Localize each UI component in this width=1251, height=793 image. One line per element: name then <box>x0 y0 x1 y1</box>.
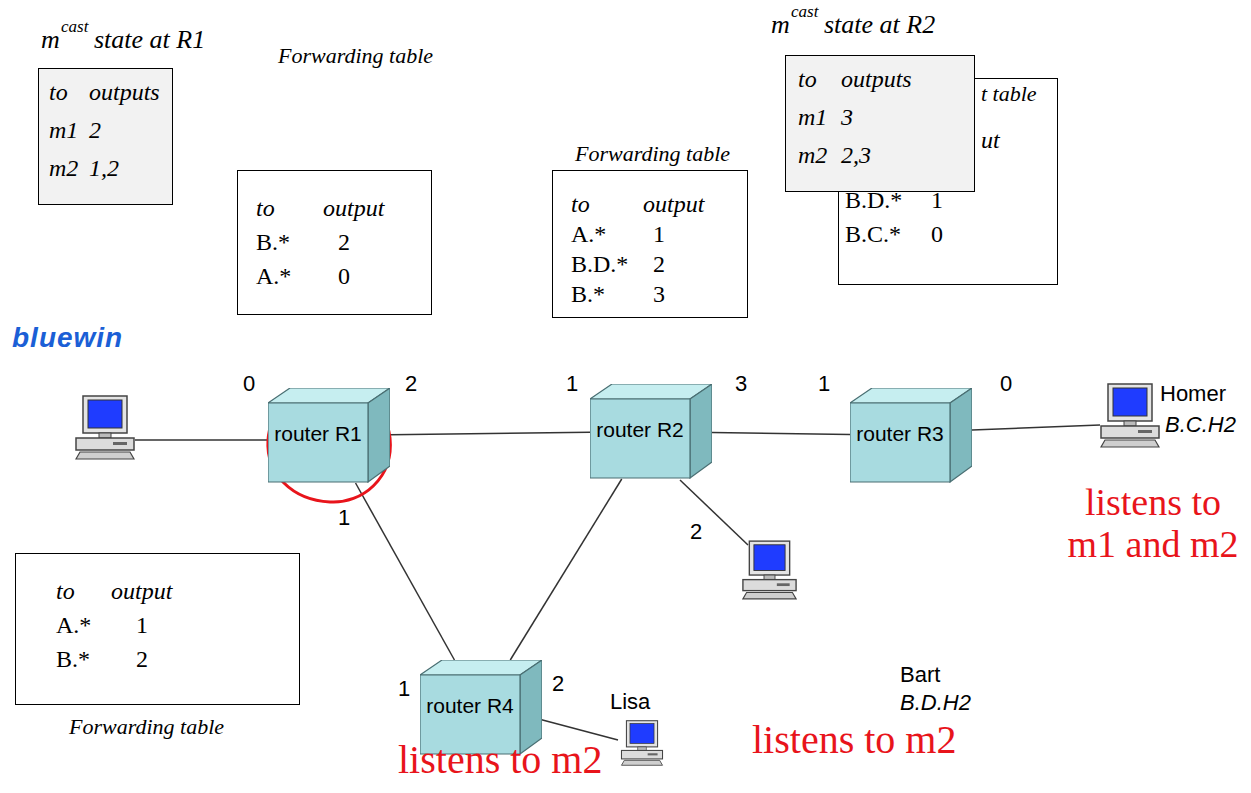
table-cell: B.* <box>56 646 90 674</box>
network-link <box>712 432 850 434</box>
host-name: Bart <box>900 663 940 687</box>
table-cell: 1,2 <box>89 155 119 183</box>
network-link <box>356 483 455 660</box>
table-cell: m1 <box>798 104 827 132</box>
table-cell: to <box>49 79 68 107</box>
host-name: Lisa <box>610 690 650 714</box>
port-number: 2 <box>690 520 702 544</box>
host-name: Homer <box>1160 382 1226 406</box>
multicast-state-table: mcaststate at R1tooutputsm12m21,2 <box>38 68 173 205</box>
table-cell: B.C.* <box>845 221 901 249</box>
table-cell: m <box>771 10 790 40</box>
port-number: 0 <box>243 372 255 396</box>
table-cell: 1 <box>653 221 665 249</box>
table-cell: B.D.* <box>571 251 628 279</box>
cube-face <box>268 403 368 482</box>
port-number: 1 <box>818 372 830 396</box>
table-cell: B.* <box>256 229 290 257</box>
forwarding-table: Forwarding tabletooutputA.*1B.D.*2B.*3 <box>552 170 748 318</box>
network-link <box>510 479 621 660</box>
wire <box>135 439 268 441</box>
router-label: router R1 <box>273 422 363 446</box>
table-cell: to <box>56 578 75 606</box>
table-cell: Forwarding table <box>575 141 730 166</box>
table-cell: state at R1 <box>94 25 205 55</box>
wire <box>535 718 618 740</box>
table-cell: 2 <box>89 117 101 145</box>
table-cell: Forwarding table <box>278 43 433 68</box>
table-cell: outputs <box>841 66 912 94</box>
table-cell: m1 <box>49 117 78 145</box>
port-number: 1 <box>566 372 578 396</box>
table-cell: 2 <box>338 229 350 257</box>
router-label: router R4 <box>425 694 515 718</box>
table-cell: cast <box>61 17 88 37</box>
table-cell: m2 <box>49 155 78 183</box>
table-cell: A.* <box>571 221 606 249</box>
table-cell: B.* <box>571 281 605 309</box>
listen-note: listens to m2 <box>752 718 956 762</box>
forwarding-table: tooutputA.*1B.*2Forwarding table <box>15 553 300 705</box>
cube-face <box>368 388 390 482</box>
table-cell: 2 <box>653 251 665 279</box>
table-cell: to <box>256 195 275 223</box>
port-number: 1 <box>338 506 350 530</box>
table-cell: 3 <box>841 104 853 132</box>
cube-face <box>590 399 690 478</box>
cube-face <box>950 388 972 482</box>
port-number: 1 <box>398 677 410 701</box>
listen-note: listens to m1 and m2 <box>1062 482 1244 566</box>
host-address: B.D.H2 <box>900 691 971 715</box>
table-cell: m <box>41 25 60 55</box>
table-cell: output <box>111 578 172 606</box>
router-cube: router R2 <box>590 384 712 479</box>
router-label: router R3 <box>855 422 945 446</box>
table-cell: to <box>571 191 590 219</box>
port-number: 2 <box>405 372 417 396</box>
table-cell: Forwarding table <box>69 714 224 739</box>
table-cell: to <box>798 66 817 94</box>
wire <box>680 480 748 545</box>
multicast-state-table: mcaststate at R2tooutputsm13m22,3 <box>785 55 975 192</box>
listen-note: listens to m2 <box>398 738 602 782</box>
logo-text: bluewin <box>12 323 123 354</box>
port-number: 0 <box>1000 372 1012 396</box>
table-cell: 2,3 <box>841 142 871 170</box>
cube-face <box>850 403 950 482</box>
computer-icon <box>76 396 134 459</box>
router-cube: router R3 <box>850 388 972 483</box>
table-cell: state at R2 <box>824 10 935 40</box>
computer-icon <box>1101 384 1159 447</box>
computer-icon <box>743 541 796 599</box>
table-cell: cast <box>791 2 818 22</box>
router-cube: router R1 <box>268 388 390 483</box>
port-number: 2 <box>552 672 564 696</box>
table-cell: 0 <box>931 221 943 249</box>
table-cell: 2 <box>136 646 148 674</box>
cube-face <box>690 384 712 478</box>
table-cell: t table <box>981 81 1037 106</box>
table-cell: outputs <box>89 79 160 107</box>
computer-icon <box>621 721 662 766</box>
host-address: B.C.H2 <box>1165 413 1236 437</box>
table-cell: 3 <box>653 281 665 309</box>
table-cell: m2 <box>798 142 827 170</box>
network-link <box>390 432 590 434</box>
table-cell: A.* <box>56 612 91 640</box>
table-cell: 0 <box>338 263 350 291</box>
table-cell: 1 <box>136 612 148 640</box>
table-cell: ut <box>981 127 1000 155</box>
forwarding-table: Forwarding tabletooutputB.*2A.*0 <box>237 170 432 315</box>
wire <box>972 425 1100 430</box>
port-number: 3 <box>735 372 747 396</box>
router-label: router R2 <box>595 418 685 442</box>
table-cell: output <box>643 191 704 219</box>
table-cell: A.* <box>256 263 291 291</box>
table-cell: output <box>323 195 384 223</box>
